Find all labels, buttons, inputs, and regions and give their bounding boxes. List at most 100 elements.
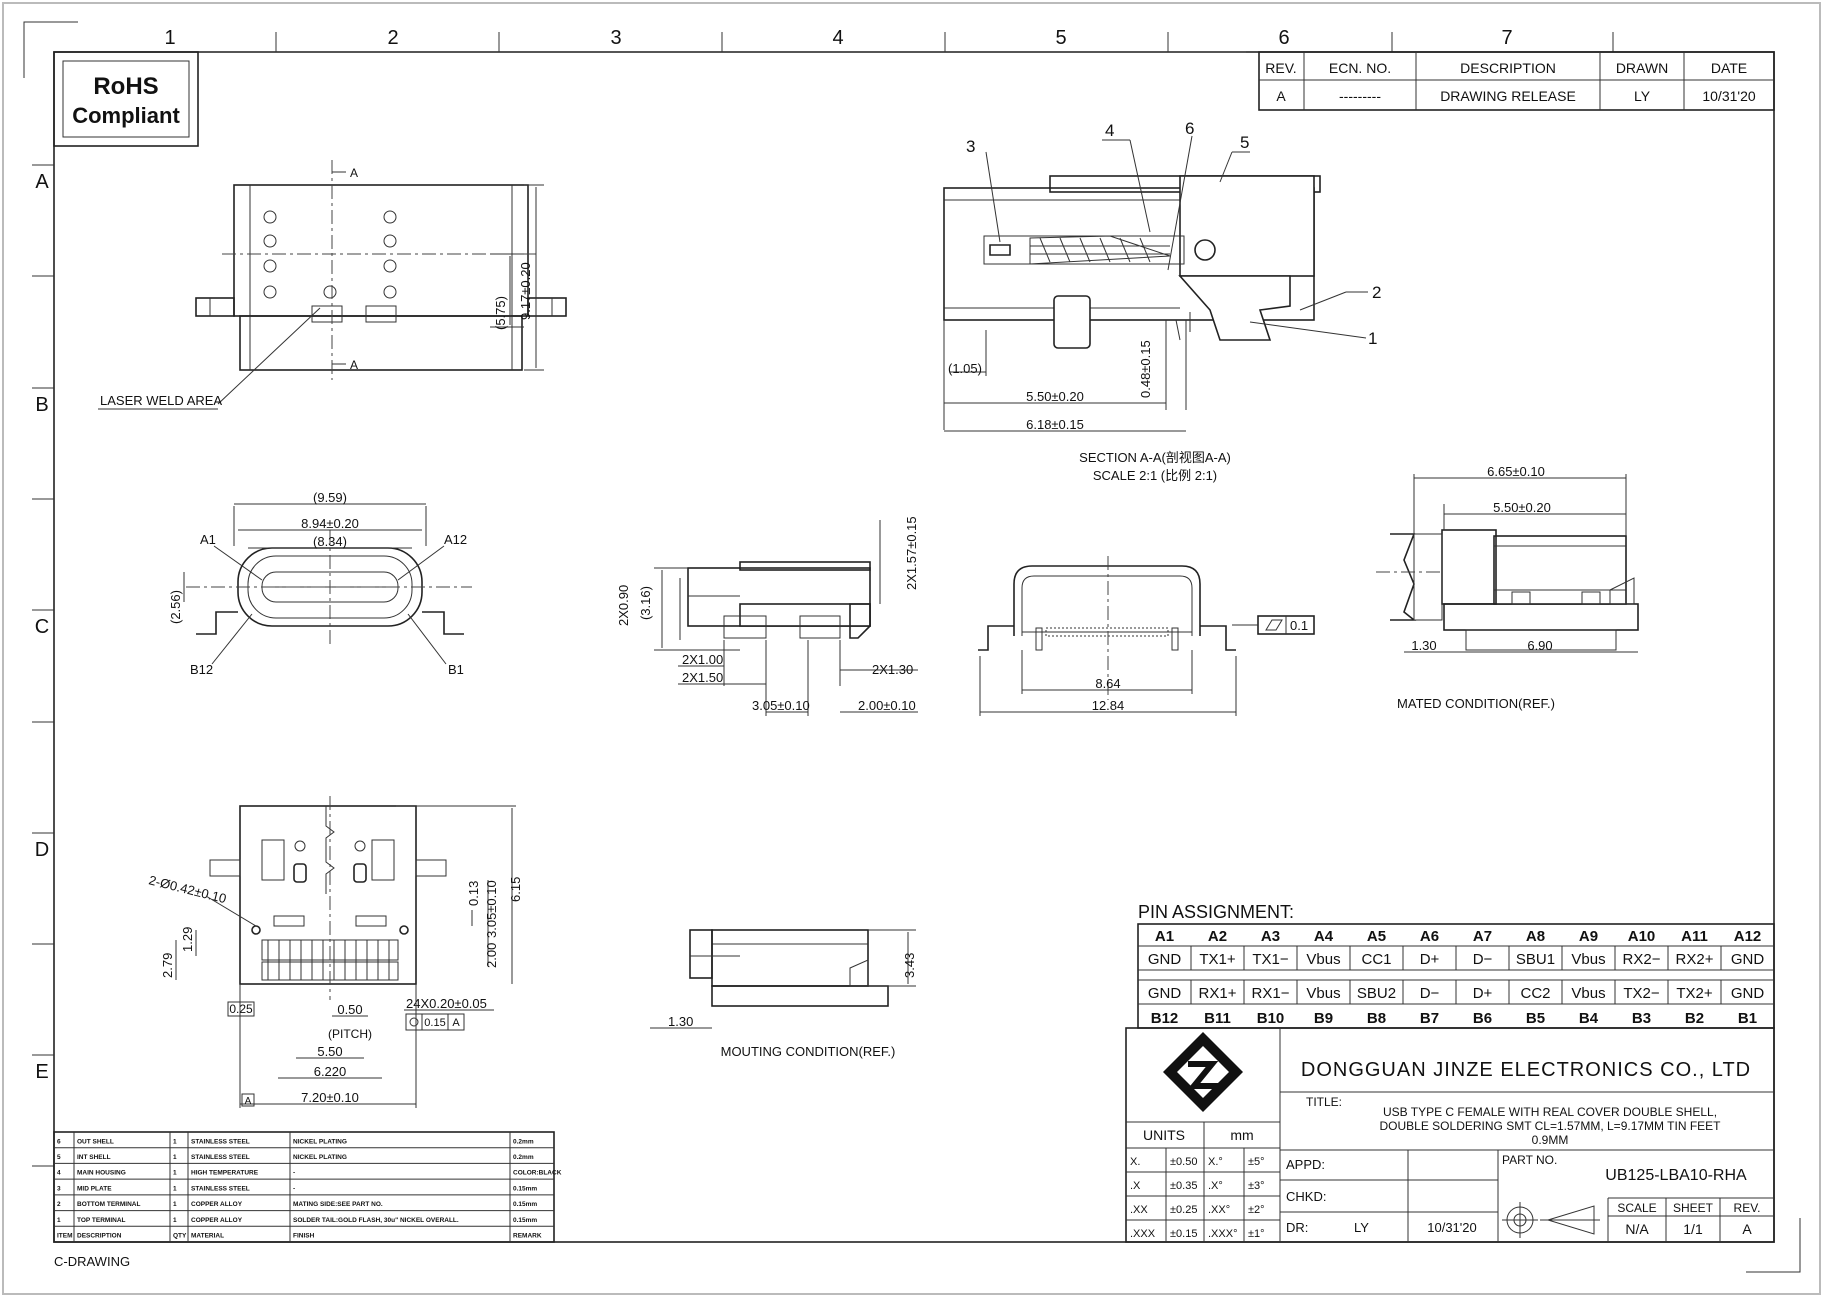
bom-cell: INT SHELL [77, 1154, 111, 1161]
appd-label: APPD: [1286, 1157, 1325, 1172]
zone-label-a: A [35, 171, 49, 193]
dim-550-bottom: 5.50 [317, 1044, 342, 1059]
dim-305: 3.05±0.10 [752, 698, 810, 713]
part-no-value: UB125-LBA10-RHA [1605, 1167, 1747, 1184]
zone-label-4: 4 [832, 27, 843, 49]
rohs-line2: Compliant [72, 103, 180, 128]
dim-720: 7.20±0.10 [301, 1090, 359, 1105]
dim-105: (1.05) [948, 361, 982, 376]
title-line-1: USB TYPE C FEMALE WITH REAL COVER DOUBLE… [1383, 1105, 1717, 1119]
dim-305-bottom: 3.05±0.10 [484, 880, 499, 938]
rev-header-ecn: ECN. NO. [1329, 60, 1391, 76]
pin-label-bottom: B6 [1473, 1010, 1492, 1027]
zone-label-5: 5 [1055, 27, 1066, 49]
callout-5: 5 [1240, 133, 1249, 152]
bom-cell: 1 [173, 1185, 177, 1192]
dim-622: 6.220 [314, 1064, 347, 1079]
units-label: UNITS [1143, 1127, 1185, 1143]
pin-signal-bottom: GND [1731, 985, 1765, 1002]
revision-block: REV. ECN. NO. DESCRIPTION DRAWN DATE A -… [1258, 51, 1775, 111]
dim-894: 8.94±0.20 [301, 516, 359, 531]
bom-cell: 1 [57, 1217, 61, 1224]
pin-signal-top: TX1+ [1199, 951, 1236, 968]
tolerance-cell: ±2° [1248, 1204, 1265, 1216]
dim-917: 9.17±0.20 [518, 262, 533, 320]
bom-cell: 1 [173, 1170, 177, 1177]
bom-header-cell: DESCRIPTION [77, 1233, 122, 1240]
bom-cell: 1 [173, 1154, 177, 1161]
section-mark-bottom: A [350, 358, 358, 372]
rohs-line1: RoHS [93, 73, 158, 100]
bom-cell: MATING SIDE:SEE PART NO. [293, 1201, 383, 1208]
bom-cell: - [293, 1185, 295, 1192]
rev-label: REV. [1734, 1201, 1761, 1215]
mounting-caption: MOUTING CONDITION(REF.) [721, 1044, 896, 1059]
dim-256: (2.56) [168, 590, 183, 624]
tolerance-cell: .XXX° [1208, 1228, 1237, 1240]
bom-cell: OUT SHELL [77, 1138, 114, 1145]
dim-959: (9.59) [313, 490, 347, 505]
pin-assignment: PIN ASSIGNMENT: A1GNDGNDB12A2TX1+RX1+B11… [1137, 902, 1775, 1029]
zone-label-d: D [35, 839, 49, 861]
tolerance-cell: ±0.15 [1170, 1228, 1197, 1240]
bom-cell: 1 [173, 1138, 177, 1145]
bom-grid-lines [54, 1132, 554, 1242]
pin-signal-bottom: RX1+ [1199, 985, 1237, 1002]
rev-header-drawn: DRAWN [1616, 60, 1668, 76]
pin-grid-lines [1190, 946, 1722, 1004]
scale-label: SCALE [1617, 1201, 1656, 1215]
mounting-view: 3.43 1.30 MOUTING CONDITION(REF.) [650, 929, 917, 1059]
dim-615: 6.15 [508, 877, 523, 902]
pin-label-top: A12 [1734, 928, 1762, 945]
bom-cell: STAINLESS STEEL [191, 1185, 250, 1192]
bom-cell: 5 [57, 1154, 61, 1161]
pin-signal-bottom: Vbus [1306, 985, 1340, 1002]
rev-header-rev: REV. [1265, 60, 1296, 76]
bom-cell: 0.2mm [513, 1154, 534, 1161]
bom-cell: COPPER ALLOY [191, 1201, 243, 1208]
dim-050: 0.50 [337, 1002, 362, 1017]
zone-label-b: B [35, 394, 48, 416]
pin-signal-bottom: SBU2 [1357, 985, 1396, 1002]
dim-200-bottom: 2.00 [484, 943, 499, 968]
pos-tol-ref: A [452, 1017, 460, 1029]
bom-header-cell: REMARK [513, 1233, 542, 1240]
bom-cell: SOLDER TAIL:GOLD FLASH, 30u" NICKEL OVER… [293, 1217, 459, 1224]
pin-b12-label: B12 [190, 662, 213, 677]
section-scale: SCALE 2:1 (比例 2:1) [1093, 468, 1217, 483]
zone-label-c: C [35, 616, 49, 638]
dim-130: 2X1.30 [872, 662, 913, 677]
bom-header-cell: ITEM [57, 1233, 73, 1240]
pin-signal-top: SBU1 [1516, 951, 1555, 968]
pin-signal-top: Vbus [1571, 951, 1605, 968]
pin-signal-bottom: D− [1420, 985, 1440, 1002]
dim-090: 2X0.90 [616, 585, 631, 626]
pin-assignment-title: PIN ASSIGNMENT: [1138, 902, 1294, 922]
bom-cell: 1 [173, 1217, 177, 1224]
scale-value: N/A [1625, 1221, 1649, 1237]
bottom-view: 6.15 3.05±0.10 0.13 2.00 2-Ø0.42±0.10 2.… [147, 796, 523, 1108]
footer-label: C-DRAWING [54, 1254, 130, 1269]
pin-label-bottom: B2 [1685, 1010, 1704, 1027]
bom-cell: STAINLESS STEEL [191, 1138, 250, 1145]
pin-label-bottom: B4 [1579, 1010, 1599, 1027]
pin-signal-top: RX2+ [1676, 951, 1714, 968]
callout-6: 6 [1185, 119, 1194, 138]
pin-signal-top: Vbus [1306, 951, 1340, 968]
pin-label-top: A3 [1261, 928, 1280, 945]
bom-cell: - [293, 1170, 295, 1177]
front-view: (9.59) 8.94±0.20 (8.34) A1 A12 B12 B1 (2… [168, 490, 472, 677]
bom-cell: COLOR:BLACK [513, 1170, 562, 1177]
zone-label-e: E [35, 1061, 48, 1083]
section-aa-view: (1.05) 0.48±0.15 5.50±0.20 6.18±0.15 3 4… [943, 119, 1381, 483]
bottom-view-pins [267, 940, 390, 980]
bom-cell: 3 [57, 1185, 61, 1192]
pin-a1-label: A1 [200, 532, 216, 547]
units-value: mm [1230, 1127, 1253, 1143]
pin-label-bottom: B8 [1367, 1010, 1386, 1027]
zone-label-2: 2 [387, 27, 398, 49]
mated-view: 6.65±0.10 5.50±0.20 1.30 6.90 MATED COND… [1376, 464, 1639, 711]
dim-150: 2X1.50 [682, 670, 723, 685]
